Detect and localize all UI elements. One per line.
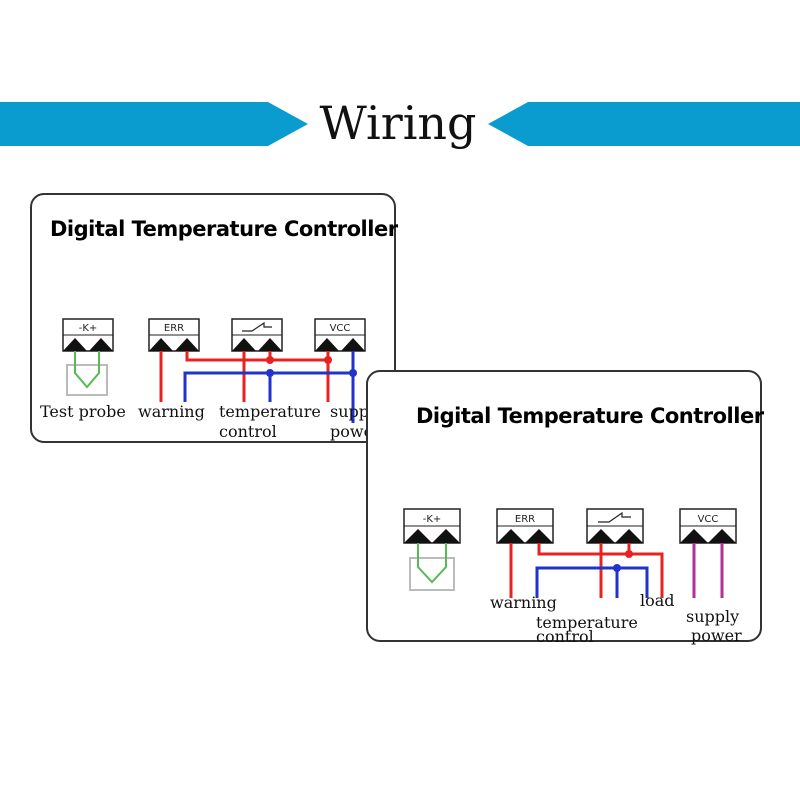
test-probe-icon: [409, 543, 455, 591]
page-title: Wiring: [319, 96, 477, 150]
blue-wires: [183, 351, 357, 423]
blue-wires: [535, 564, 649, 598]
magenta-wires: [692, 543, 724, 598]
label-warning: warning: [490, 593, 557, 612]
banner-right-arrow: [488, 102, 800, 146]
panel-title: Digital Temperature Controller: [50, 217, 398, 241]
relay-switch-icon: [598, 511, 631, 523]
label-power: power: [691, 626, 742, 645]
label-supply: supply: [686, 607, 740, 626]
terminal-err: ERR: [148, 318, 200, 352]
terminal-err-label: ERR: [515, 514, 535, 525]
terminal-k: -K+: [62, 318, 114, 352]
relay-switch-icon: [242, 321, 272, 332]
wiring-panel-1: Digital Temperature Controller -K+ ERR: [30, 193, 398, 443]
label-warning: warning: [138, 402, 205, 421]
label-temperature: temperature: [219, 402, 321, 421]
wiring-diagram-2: -K+ ERR VCC: [403, 508, 737, 598]
terminal-k-label: -K+: [79, 323, 98, 334]
terminal-vcc: VCC: [679, 508, 737, 544]
terminal-vcc: VCC: [314, 318, 366, 352]
terminal-k: -K+: [403, 508, 461, 544]
terminal-err: ERR: [496, 508, 554, 544]
banner-left-arrow: [0, 102, 308, 146]
panel-title: Digital Temperature Controller: [416, 404, 764, 428]
terminal-err-label: ERR: [164, 323, 184, 334]
red-wires: [509, 543, 664, 598]
terminal-vcc-label: VCC: [330, 323, 351, 334]
label-control: control: [219, 422, 277, 441]
terminal-switch: [586, 508, 644, 544]
wiring-diagram-1: -K+ ERR VCC: [62, 318, 366, 423]
label-temperature: temperature: [536, 613, 638, 632]
terminal-k-label: -K+: [423, 514, 442, 525]
test-probe-icon: [66, 351, 108, 396]
red-wires: [159, 351, 332, 402]
wiring-panel-2: Digital Temperature Controller -K+ ERR: [366, 370, 764, 646]
label-load: load: [640, 591, 675, 610]
label-control: control: [536, 627, 594, 646]
terminal-vcc-label: VCC: [698, 514, 719, 525]
terminal-switch: [231, 318, 283, 352]
label-test-probe: Test probe: [40, 402, 126, 421]
